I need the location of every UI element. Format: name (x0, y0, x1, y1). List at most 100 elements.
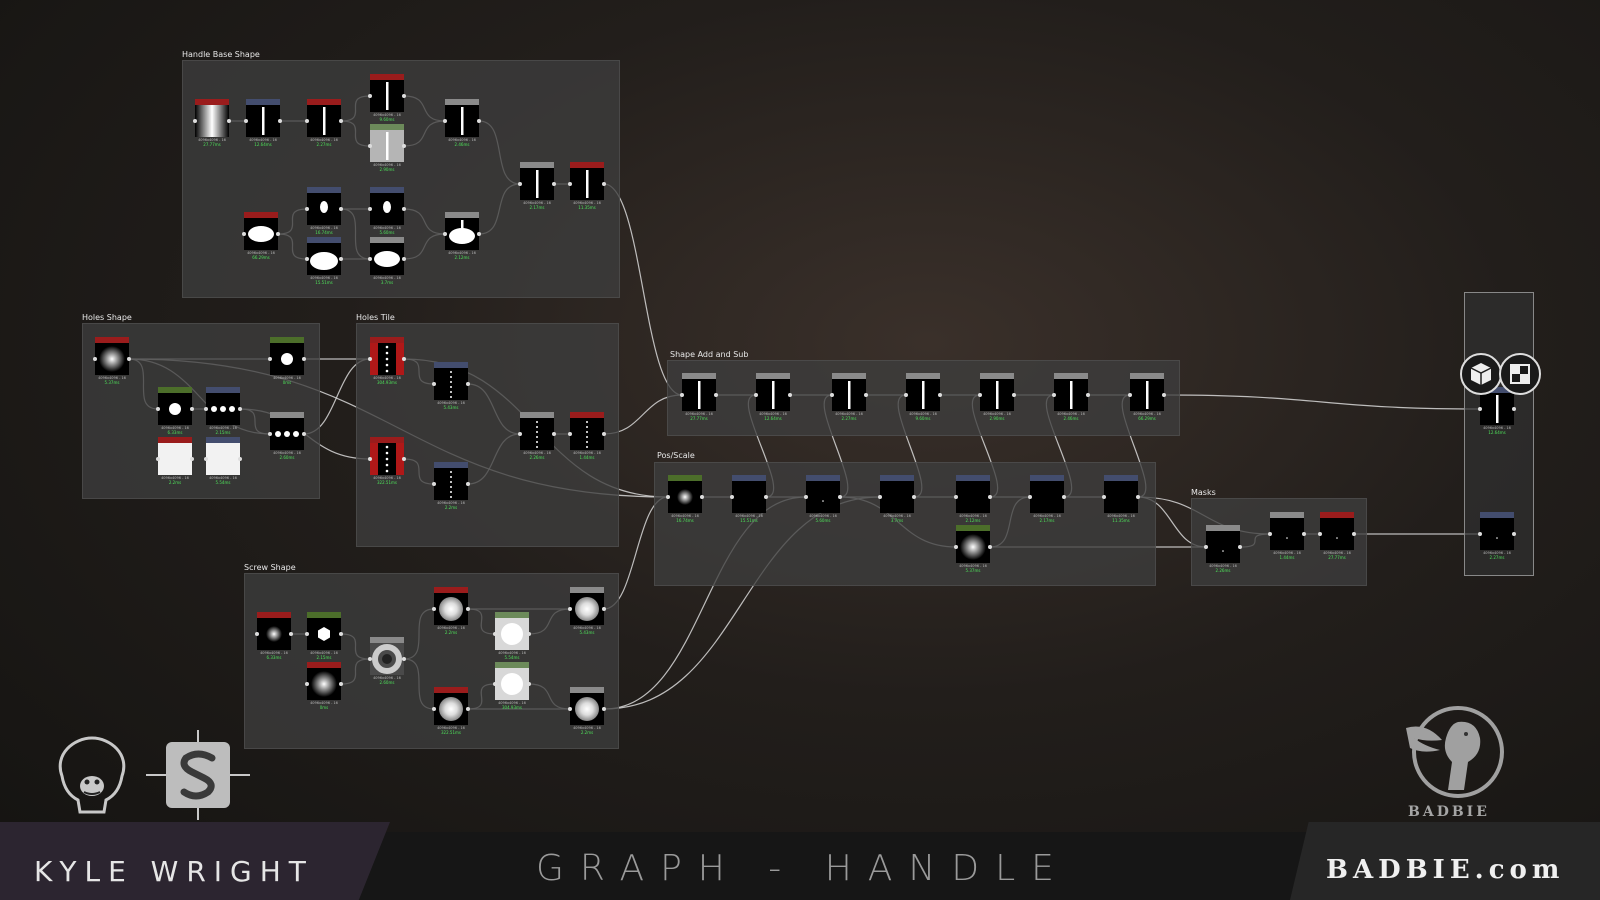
output-port[interactable] (302, 357, 306, 361)
input-port[interactable] (156, 457, 160, 461)
output-port[interactable] (1062, 495, 1066, 499)
output-port[interactable] (402, 657, 406, 661)
output-port[interactable] (402, 207, 406, 211)
output-port[interactable] (602, 182, 606, 186)
output-port[interactable] (912, 495, 916, 499)
output-port[interactable] (339, 207, 343, 211)
output-port[interactable] (238, 457, 242, 461)
input-port[interactable] (443, 232, 447, 236)
output-port[interactable] (1136, 495, 1140, 499)
output-port[interactable] (602, 607, 606, 611)
output-port[interactable] (477, 232, 481, 236)
input-port[interactable] (978, 393, 982, 397)
input-port[interactable] (518, 432, 522, 436)
input-port[interactable] (305, 207, 309, 211)
output-port[interactable] (302, 432, 306, 436)
input-port[interactable] (305, 119, 309, 123)
input-port[interactable] (368, 457, 372, 461)
input-port[interactable] (493, 632, 497, 636)
input-port[interactable] (204, 457, 208, 461)
input-port[interactable] (368, 357, 372, 361)
output-port[interactable] (552, 432, 556, 436)
input-port[interactable] (730, 495, 734, 499)
input-port[interactable] (368, 207, 372, 211)
input-port[interactable] (368, 657, 372, 661)
output-port[interactable] (602, 707, 606, 711)
input-port[interactable] (1318, 532, 1322, 536)
input-port[interactable] (242, 232, 246, 236)
input-port[interactable] (156, 407, 160, 411)
input-port[interactable] (204, 407, 208, 411)
input-port[interactable] (305, 257, 309, 261)
input-port[interactable] (568, 432, 572, 436)
input-port[interactable] (1478, 532, 1482, 536)
output-port[interactable] (466, 382, 470, 386)
2d-view-icon[interactable] (1499, 353, 1541, 395)
input-port[interactable] (432, 382, 436, 386)
input-port[interactable] (954, 545, 958, 549)
output-port[interactable] (127, 357, 131, 361)
output-port[interactable] (190, 407, 194, 411)
input-port[interactable] (1102, 495, 1106, 499)
input-port[interactable] (518, 182, 522, 186)
input-port[interactable] (1052, 393, 1056, 397)
output-port[interactable] (190, 457, 194, 461)
output-port[interactable] (764, 495, 768, 499)
output-port[interactable] (402, 144, 406, 148)
output-port[interactable] (339, 257, 343, 261)
output-port[interactable] (339, 119, 343, 123)
output-port[interactable] (1238, 545, 1242, 549)
output-port[interactable] (527, 682, 531, 686)
output-port[interactable] (864, 393, 868, 397)
input-port[interactable] (754, 393, 758, 397)
input-port[interactable] (1128, 393, 1132, 397)
input-port[interactable] (268, 357, 272, 361)
output-port[interactable] (838, 495, 842, 499)
output-port[interactable] (1012, 393, 1016, 397)
input-port[interactable] (954, 495, 958, 499)
output-port[interactable] (402, 257, 406, 261)
input-port[interactable] (1028, 495, 1032, 499)
input-port[interactable] (568, 182, 572, 186)
input-port[interactable] (432, 482, 436, 486)
output-port[interactable] (988, 545, 992, 549)
output-port[interactable] (402, 357, 406, 361)
output-port[interactable] (402, 457, 406, 461)
output-port[interactable] (466, 707, 470, 711)
input-port[interactable] (368, 94, 372, 98)
input-port[interactable] (255, 632, 259, 636)
